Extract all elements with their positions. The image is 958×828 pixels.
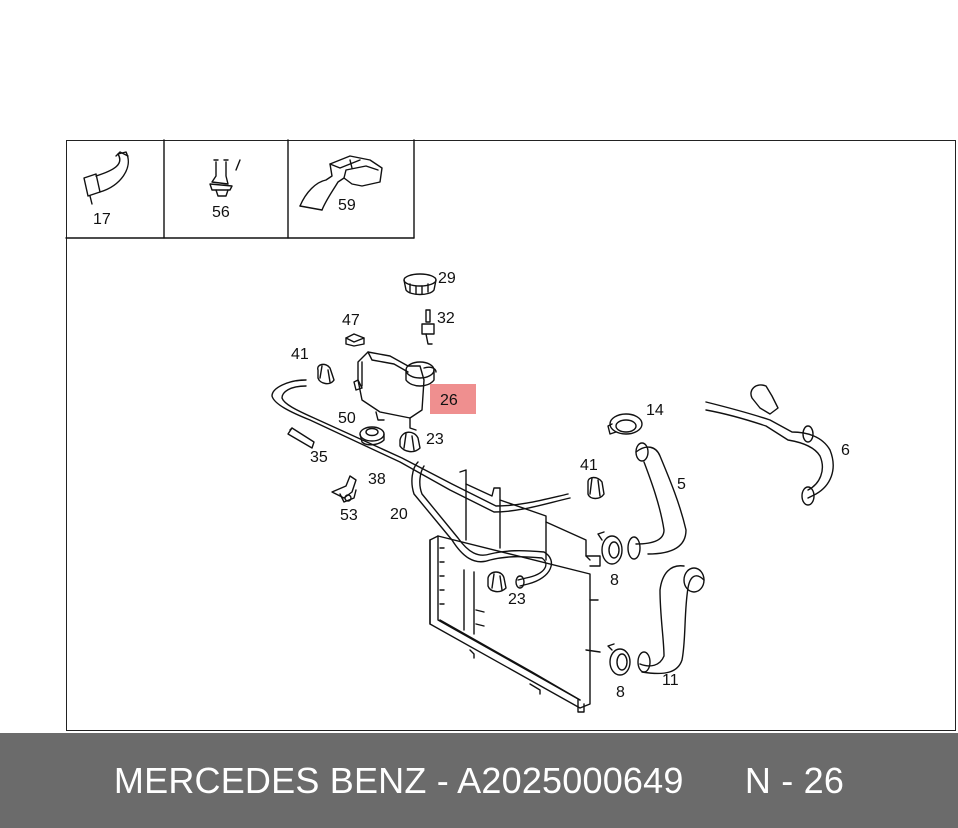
label-part-8-bottom: 8 — [616, 684, 625, 701]
label-part-14: 14 — [646, 402, 664, 419]
label-part-23-bottom: 23 — [508, 591, 526, 608]
pipe-part-35 — [287, 427, 315, 449]
footer-bar: MERCEDES BENZ - A2025000649 N - 26 — [0, 733, 958, 828]
label-part-8-top: 8 — [610, 572, 619, 589]
clamp-part-41-right — [587, 476, 605, 500]
clip-part-17 — [83, 151, 129, 205]
parts-diagram — [65, 139, 834, 713]
label-part-17: 17 — [93, 211, 111, 228]
position-label: N - 26 — [744, 759, 845, 801]
inset-grid — [65, 139, 415, 239]
label-part-38: 38 — [368, 471, 386, 488]
label-part-59: 59 — [338, 197, 356, 214]
label-part-41-right: 41 — [580, 457, 598, 474]
label-part-32: 32 — [437, 310, 455, 327]
bracket-part-53 — [331, 475, 357, 503]
clamp-part-23-top — [399, 431, 421, 453]
label-part-35: 35 — [310, 449, 328, 466]
diagram-frame — [66, 140, 956, 731]
clamp-part-8-top — [597, 531, 623, 565]
hose-part-5 — [627, 442, 687, 560]
label-part-47: 47 — [342, 312, 360, 329]
label-part-11: 11 — [662, 672, 679, 689]
cap-part-29 — [403, 273, 437, 296]
label-part-6: 6 — [841, 442, 850, 459]
sensor-part-32 — [421, 309, 435, 345]
label-part-53: 53 — [340, 507, 358, 524]
label-part-20: 20 — [390, 506, 408, 523]
hose-part-6 — [705, 384, 834, 506]
brand-part-number: MERCEDES BENZ - A2025000649 — [113, 759, 684, 801]
clip-part-56 — [209, 159, 241, 197]
hose-part-11 — [637, 565, 705, 675]
label-part-5: 5 — [677, 476, 686, 493]
label-part-50: 50 — [338, 410, 356, 427]
grommet-part-50 — [359, 426, 385, 446]
clamp-part-41-top — [317, 363, 335, 385]
bracket-part-59 — [299, 155, 383, 211]
label-part-29: 29 — [438, 270, 456, 287]
highlight-box — [430, 384, 476, 414]
footer-caption: MERCEDES BENZ - A2025000649 N - 26 — [0, 733, 958, 828]
label-part-41-top: 41 — [291, 346, 309, 363]
clamp-part-14 — [607, 413, 643, 435]
clamp-part-8-bottom — [607, 643, 631, 676]
label-part-56: 56 — [212, 204, 230, 221]
radiator — [429, 469, 601, 713]
reservoir-part-26 — [353, 351, 437, 431]
label-part-23-top: 23 — [426, 431, 444, 448]
nut-part-47 — [345, 333, 365, 347]
footer-spacer — [684, 760, 745, 802]
label-part-26: 26 — [440, 392, 458, 409]
clamp-part-23-bottom — [487, 571, 507, 593]
hose-part-38 — [271, 379, 571, 513]
